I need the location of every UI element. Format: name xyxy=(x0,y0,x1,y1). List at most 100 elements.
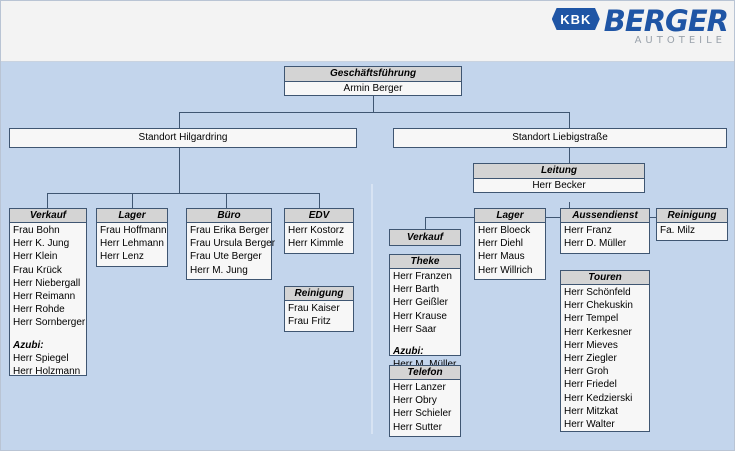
list-item: Herr Tempel xyxy=(564,313,619,325)
list-item: Herr Niebergall xyxy=(13,277,81,289)
list-item: Frau Bohn xyxy=(13,225,60,236)
azubi-label: Azubi: xyxy=(13,339,44,351)
list-item: Herr Kerkesner xyxy=(564,326,632,338)
node-liebig-lager-header: Lager xyxy=(475,209,545,223)
node-liebig-telefon-members: Herr Lanzer Herr Obry Herr Schieler Herr… xyxy=(390,380,460,436)
connector-root-down xyxy=(373,95,374,113)
connector-left-edv-down xyxy=(319,193,320,208)
list-item: Herr Mieves xyxy=(564,339,618,351)
node-liebig-lager[interactable]: Lager Herr Bloeck Herr Diehl Herr Maus H… xyxy=(474,208,546,280)
node-liebig-reinigung-members: Fa. Milz xyxy=(657,223,727,239)
node-geschaeftsfuehrung[interactable]: Geschäftsführung Armin Berger xyxy=(284,66,462,96)
node-leitung-name: Herr Becker xyxy=(532,180,586,191)
list-item: Herr Bloeck xyxy=(478,225,531,236)
list-item: Herr Chekuskin xyxy=(564,300,633,312)
list-item: Herr Holzmann xyxy=(13,366,81,378)
node-liebig-verkauf[interactable]: Verkauf xyxy=(389,229,461,246)
node-hilgardring-verkauf-header: Verkauf xyxy=(10,209,86,223)
node-hilgardring-verkauf-members: Frau Bohn Herr K. Jung Herr Klein Frau K… xyxy=(10,223,86,380)
list-item: Herr Schieler xyxy=(393,408,452,420)
list-item: Frau Fritz xyxy=(288,316,331,328)
node-liebig-reinigung[interactable]: Reinigung Fa. Milz xyxy=(656,208,728,241)
list-item: Herr Lanzer xyxy=(393,382,446,393)
node-liebig-telefon-header: Telefon xyxy=(390,366,460,380)
list-item: Frau Kaiser xyxy=(288,303,340,314)
list-item: Herr Krause xyxy=(393,310,447,322)
connector-left-verkauf-down xyxy=(47,193,48,208)
logo-tagline-text: AUTOTEILE xyxy=(634,35,726,46)
list-item: Herr M. Müller xyxy=(393,358,457,371)
node-liebig-theke-members: Herr Franzen Herr Barth Herr Geißler Her… xyxy=(390,269,460,373)
connector-left-buero-down xyxy=(226,193,227,208)
list-item: Herr Lehmann xyxy=(100,238,164,250)
node-liebig-aussendienst-header: Aussendienst xyxy=(561,209,649,223)
list-item: Herr Saar xyxy=(393,323,437,335)
node-liebig-touren-header: Touren xyxy=(561,271,649,285)
list-item: Frau Erika Berger xyxy=(190,225,269,236)
node-leitung[interactable]: Leitung Herr Becker xyxy=(473,163,645,193)
list-item: Herr Groh xyxy=(564,366,609,378)
list-item: Herr Obry xyxy=(393,395,437,407)
connector-left-departments-horizontal xyxy=(47,193,319,194)
node-standort-hilgardring[interactable]: Standort Hilgardring xyxy=(9,128,357,148)
connector-right-site-down xyxy=(569,147,570,163)
node-liebig-telefon[interactable]: Telefon Herr Lanzer Herr Obry Herr Schie… xyxy=(389,365,461,437)
node-hilgardring-lager-header: Lager xyxy=(97,209,167,223)
connector-left-site-down xyxy=(179,147,180,164)
list-item: Herr D. Müller xyxy=(564,238,627,250)
list-item: Herr Friedel xyxy=(564,379,617,391)
node-geschaeftsfuehrung-name: Armin Berger xyxy=(343,83,403,94)
list-item: Herr Kimmle xyxy=(288,238,344,250)
node-liebig-aussendienst-members: Herr Franz Herr D. Müller xyxy=(561,223,649,252)
node-hilgardring-verkauf[interactable]: Verkauf Frau Bohn Herr K. Jung Herr Klei… xyxy=(9,208,87,377)
list-item: Herr Reimann xyxy=(13,291,76,303)
site-divider xyxy=(371,184,373,434)
list-item: Herr Rohde xyxy=(13,304,65,316)
page-header: KBK BERGER AUTOTEILE xyxy=(1,1,734,62)
node-hilgardring-buero-header: Büro xyxy=(187,209,271,223)
list-item: Fa. Milz xyxy=(660,225,695,236)
list-item: Herr Sornberger xyxy=(13,317,86,329)
list-item: Herr Mitzkat xyxy=(564,405,618,417)
logo-brand-text: BERGER xyxy=(603,4,729,38)
list-item: Herr Klein xyxy=(13,251,58,263)
list-item: Herr Walter xyxy=(564,419,615,431)
list-item: Herr K. Jung xyxy=(13,238,70,250)
connector-right-verkauf-down xyxy=(425,217,426,229)
node-leitung-header: Leitung xyxy=(474,164,644,179)
node-liebig-theke-header: Theke xyxy=(390,255,460,269)
node-liebig-theke[interactable]: Theke Herr Franzen Herr Barth Herr Geißl… xyxy=(389,254,461,370)
azubi-label: Azubi: xyxy=(393,346,424,358)
node-liebig-touren-members: Herr Schönfeld Herr Chekuskin Herr Tempe… xyxy=(561,285,649,433)
list-item: Herr Geißler xyxy=(393,297,449,309)
node-hilgardring-reinigung[interactable]: Reinigung Frau Kaiser Frau Fritz xyxy=(284,286,354,332)
list-item: Frau Krück xyxy=(13,264,62,276)
list-item: Frau Ute Berger xyxy=(190,251,262,263)
node-liebig-reinigung-header: Reinigung xyxy=(657,209,727,223)
node-hilgardring-buero[interactable]: Büro Frau Erika Berger Frau Ursula Berge… xyxy=(186,208,275,280)
connector-right-departments-horizontal xyxy=(425,217,685,218)
org-chart-canvas: Geschäftsführung Armin Berger Standort H… xyxy=(1,62,734,450)
logo-wordmark: BERGER AUTOTEILE xyxy=(603,4,729,46)
node-hilgardring-buero-members: Frau Erika Berger Frau Ursula Berger Fra… xyxy=(187,223,275,279)
node-standort-liebigstrasse[interactable]: Standort Liebigstraße xyxy=(393,128,727,148)
connector-left-lager-down xyxy=(132,193,133,208)
connector-left-site-stem xyxy=(179,164,180,193)
list-item: Herr Maus xyxy=(478,251,525,263)
list-item: Herr Barth xyxy=(393,284,440,296)
list-item: Herr Kostorz xyxy=(288,225,345,236)
connector-sites-horizontal xyxy=(179,112,570,113)
list-item: Herr Spiegel xyxy=(13,352,69,364)
node-liebig-touren[interactable]: Touren Herr Schönfeld Herr Chekuskin Her… xyxy=(560,270,650,432)
node-hilgardring-edv-header: EDV xyxy=(285,209,353,223)
node-hilgardring-lager[interactable]: Lager Frau Hoffmann Herr Lehmann Herr Le… xyxy=(96,208,168,267)
list-item: Herr Ziegler xyxy=(564,353,617,365)
list-item: Herr Kedzierski xyxy=(564,392,633,404)
node-liebig-aussendienst[interactable]: Aussendienst Herr Franz Herr D. Müller xyxy=(560,208,650,254)
connector-site-right-down xyxy=(569,112,570,128)
connector-site-left-down xyxy=(179,112,180,128)
node-hilgardring-edv[interactable]: EDV Herr Kostorz Herr Kimmle xyxy=(284,208,354,254)
node-liebig-lager-members: Herr Bloeck Herr Diehl Herr Maus Herr Wi… xyxy=(475,223,545,279)
kbk-badge-text: KBK xyxy=(560,11,592,27)
